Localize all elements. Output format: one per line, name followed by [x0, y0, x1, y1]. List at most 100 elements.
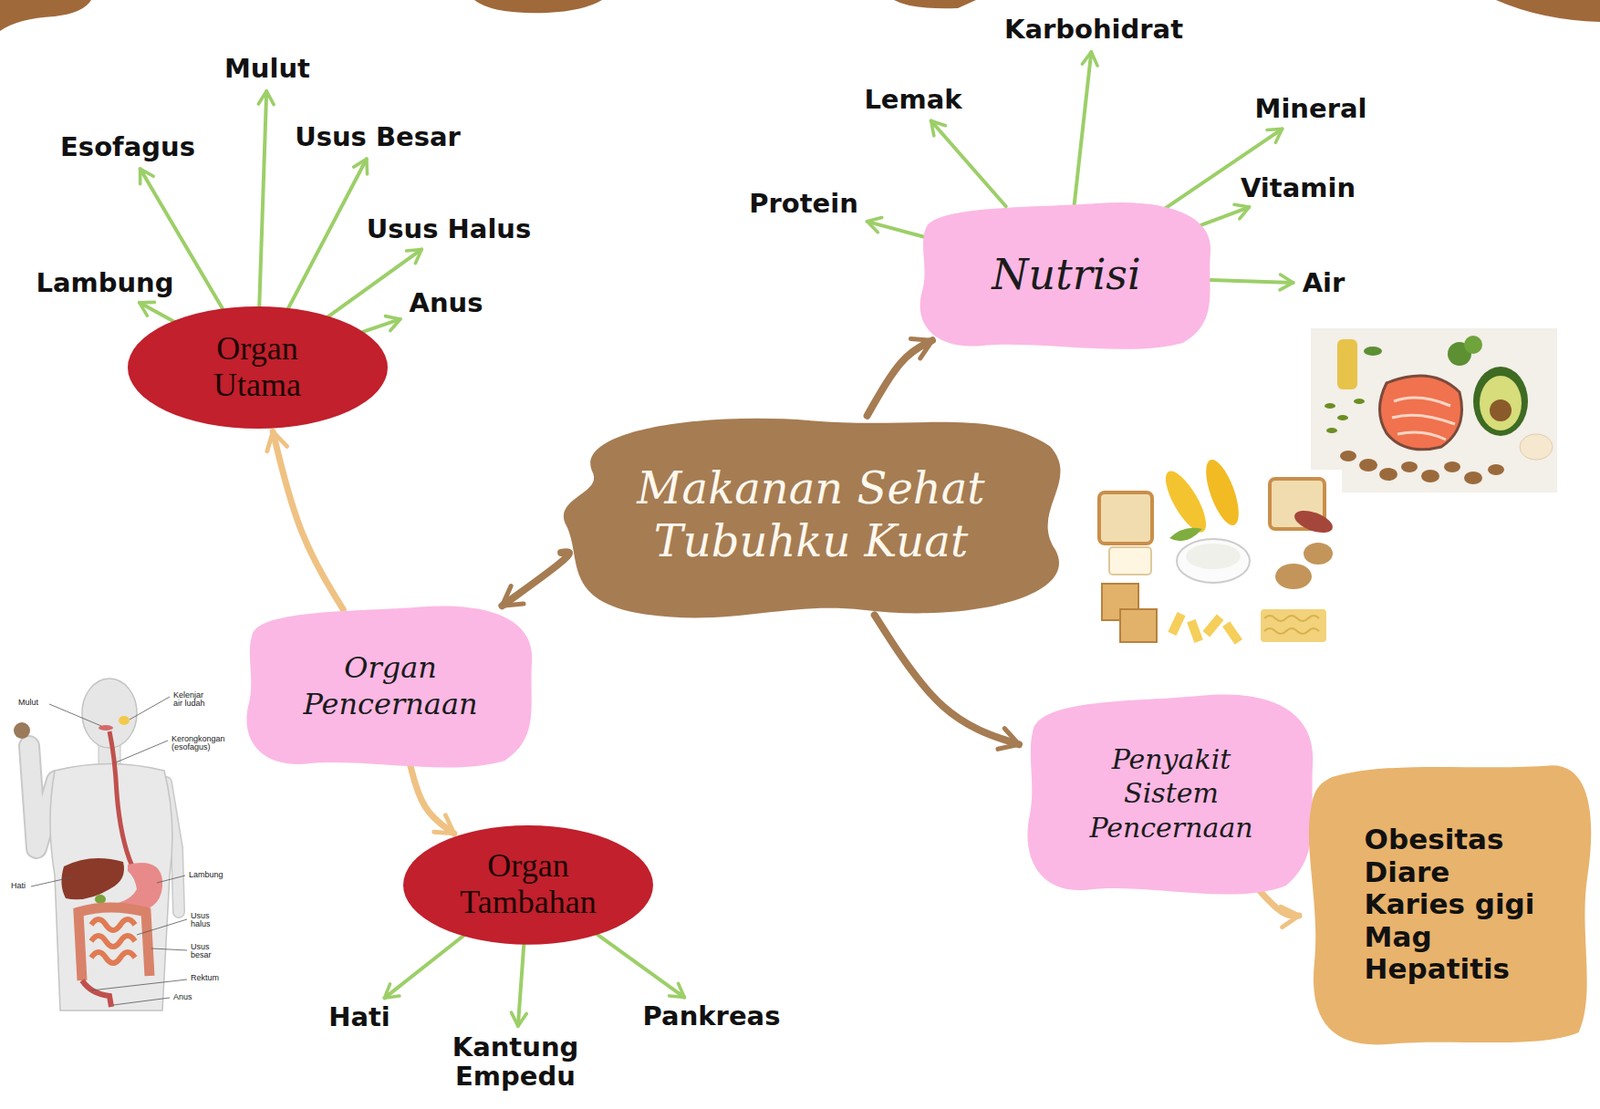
ellipse-shape — [403, 825, 654, 946]
leaf-label: Karbohidrat — [1004, 15, 1184, 45]
leaf-label: Kantung Empedu — [442, 1033, 589, 1092]
egg — [1519, 434, 1553, 460]
nut — [1340, 450, 1357, 462]
leaf-node: Esofagus — [56, 131, 199, 165]
arrow-connector — [501, 551, 570, 606]
seed — [1337, 415, 1349, 421]
text-group: Esofagus — [60, 133, 196, 163]
leaf-node: Air — [1298, 267, 1350, 301]
text-group: Organ Tambahan — [453, 848, 604, 921]
text-group: Usus Halus — [366, 215, 532, 245]
pasta-piece — [1202, 614, 1224, 638]
arrow-connector — [1210, 280, 1294, 283]
edge-shape — [893, 0, 977, 9]
nut — [1487, 464, 1505, 476]
leader-lines — [31, 696, 188, 1006]
blob-shape — [1027, 694, 1313, 894]
arrow-connector — [1073, 51, 1091, 208]
small-intestine — [91, 919, 136, 964]
text-group: Makanan Sehat Tubuhku Kuat — [610, 462, 1012, 568]
leader-line — [136, 919, 188, 936]
leaf-label: Vitamin — [1240, 174, 1356, 204]
torso — [50, 764, 173, 1012]
branch-title: Nutrisi — [991, 249, 1141, 302]
food-in-hand — [13, 722, 31, 739]
bread-stack — [1109, 547, 1152, 575]
text-group: Organ Utama — [182, 331, 333, 404]
greens — [1464, 335, 1483, 354]
corner-shape — [1496, 0, 1600, 22]
leaf-label: Protein — [748, 189, 859, 219]
leaf-label: Anus — [409, 289, 484, 319]
rice — [1185, 543, 1241, 570]
top-decoration — [0, 0, 1600, 32]
disease-item: Diare — [1364, 856, 1536, 890]
leaf-node: Karbohidrat — [1000, 13, 1187, 47]
leader-line — [156, 875, 186, 884]
leader-line — [31, 877, 72, 887]
arrow-connector — [931, 120, 1007, 207]
node-outline — [239, 602, 541, 771]
figure-label: Rektum — [190, 974, 219, 983]
nut — [1421, 469, 1440, 483]
leader-line — [113, 997, 170, 1006]
leader-line — [91, 979, 188, 991]
cracker — [1120, 609, 1157, 643]
leaf-label: Mulut — [224, 54, 311, 84]
leaf-node: Pankreas — [639, 1000, 785, 1034]
carbohydrate-food-photo — [1091, 456, 1342, 654]
pasta-piece — [1222, 621, 1243, 645]
figure-label: Hati — [10, 882, 26, 891]
text-group: Lemak — [863, 85, 962, 115]
leaf-label: Usus Besar — [294, 123, 461, 153]
leaf-node: Kantung Empedu — [438, 1031, 593, 1094]
branch-title: Penyakit Sistem Pencernaan — [1070, 742, 1272, 846]
arrow-connector — [409, 761, 455, 834]
figure-label: Usus halus — [190, 912, 220, 930]
text-group: Mulut — [224, 54, 311, 84]
leader-line — [151, 948, 188, 951]
noodle-block — [1260, 609, 1327, 643]
potato — [1275, 563, 1312, 590]
central-topic-text: Makanan Sehat Tubuhku Kuat — [610, 462, 1012, 568]
avocado — [1473, 366, 1528, 437]
disease-item: Karies gigi — [1364, 888, 1536, 922]
ellipse-shape — [127, 306, 388, 429]
branch-blob: Penyakit Sistem Pencernaan — [1020, 689, 1322, 899]
arrow-connector — [874, 614, 1019, 745]
leaf-node: Lemak — [860, 83, 966, 117]
text-group: Anus — [409, 289, 484, 319]
blob-shape — [920, 202, 1211, 350]
leader-line — [115, 740, 168, 763]
arrow-connector — [518, 935, 525, 1027]
corn-husk — [1169, 528, 1203, 542]
text-group: Karbohidrat — [1004, 15, 1184, 45]
text-group: Kantung Empedu — [442, 1033, 589, 1092]
leaf-node: Anus — [405, 287, 488, 321]
text-group: Pankreas — [643, 1002, 781, 1032]
potato — [1303, 542, 1333, 565]
arrow-connector — [1256, 887, 1299, 916]
arrow-connector — [259, 91, 267, 316]
leaf-node: Vitamin — [1236, 172, 1360, 206]
disease-list-blob: ObesitasDiareKaries gigiMagHepatitis — [1302, 759, 1597, 1050]
leaf-label: Air — [1302, 269, 1346, 299]
nuts — [1340, 450, 1505, 485]
group-title: Organ Tambahan — [453, 848, 604, 921]
pasta — [1167, 612, 1243, 645]
large-intestine — [78, 907, 150, 981]
corn — [1199, 456, 1246, 530]
anatomy-figure — [13, 678, 188, 1011]
text-group: Organ Pencernaan — [294, 649, 487, 723]
text-group: Nutrisi — [991, 249, 1141, 302]
edge-shape — [474, 0, 603, 13]
pasta-piece — [1186, 619, 1204, 644]
branch-blob: Organ Pencernaan — [239, 602, 541, 771]
sweet-potato — [1291, 506, 1336, 538]
text-group: Mineral — [1255, 94, 1368, 125]
text-group: Vitamin — [1240, 174, 1356, 204]
oil-bottle — [1337, 339, 1358, 390]
blob-shape — [563, 418, 1061, 619]
figure-label: Anus — [173, 993, 193, 1002]
